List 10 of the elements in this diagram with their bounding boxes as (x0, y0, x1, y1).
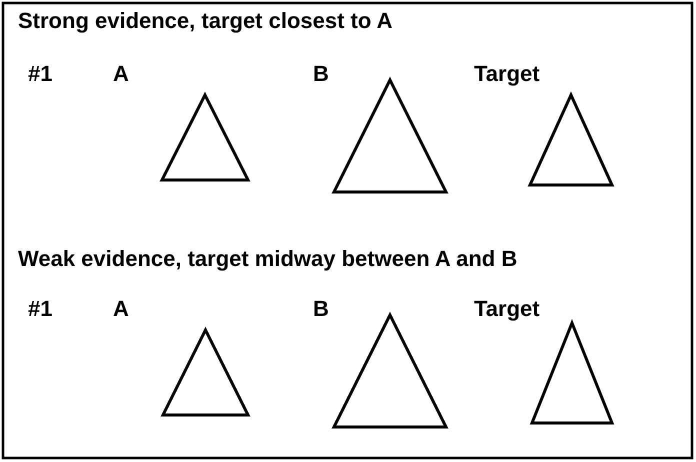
stimulus-label: B (313, 298, 329, 320)
stimulus-label: Target (474, 63, 540, 85)
stimulus-label: A (113, 298, 129, 320)
trial-number: #1 (28, 63, 52, 85)
section-heading: Strong evidence, target closest to A (18, 10, 392, 32)
trial-number: #1 (28, 298, 52, 320)
stimulus-label: B (313, 63, 329, 85)
stimulus-label: A (113, 63, 129, 85)
section-heading: Weak evidence, target midway between A and B (18, 248, 518, 270)
stimulus-label: Target (474, 298, 540, 320)
